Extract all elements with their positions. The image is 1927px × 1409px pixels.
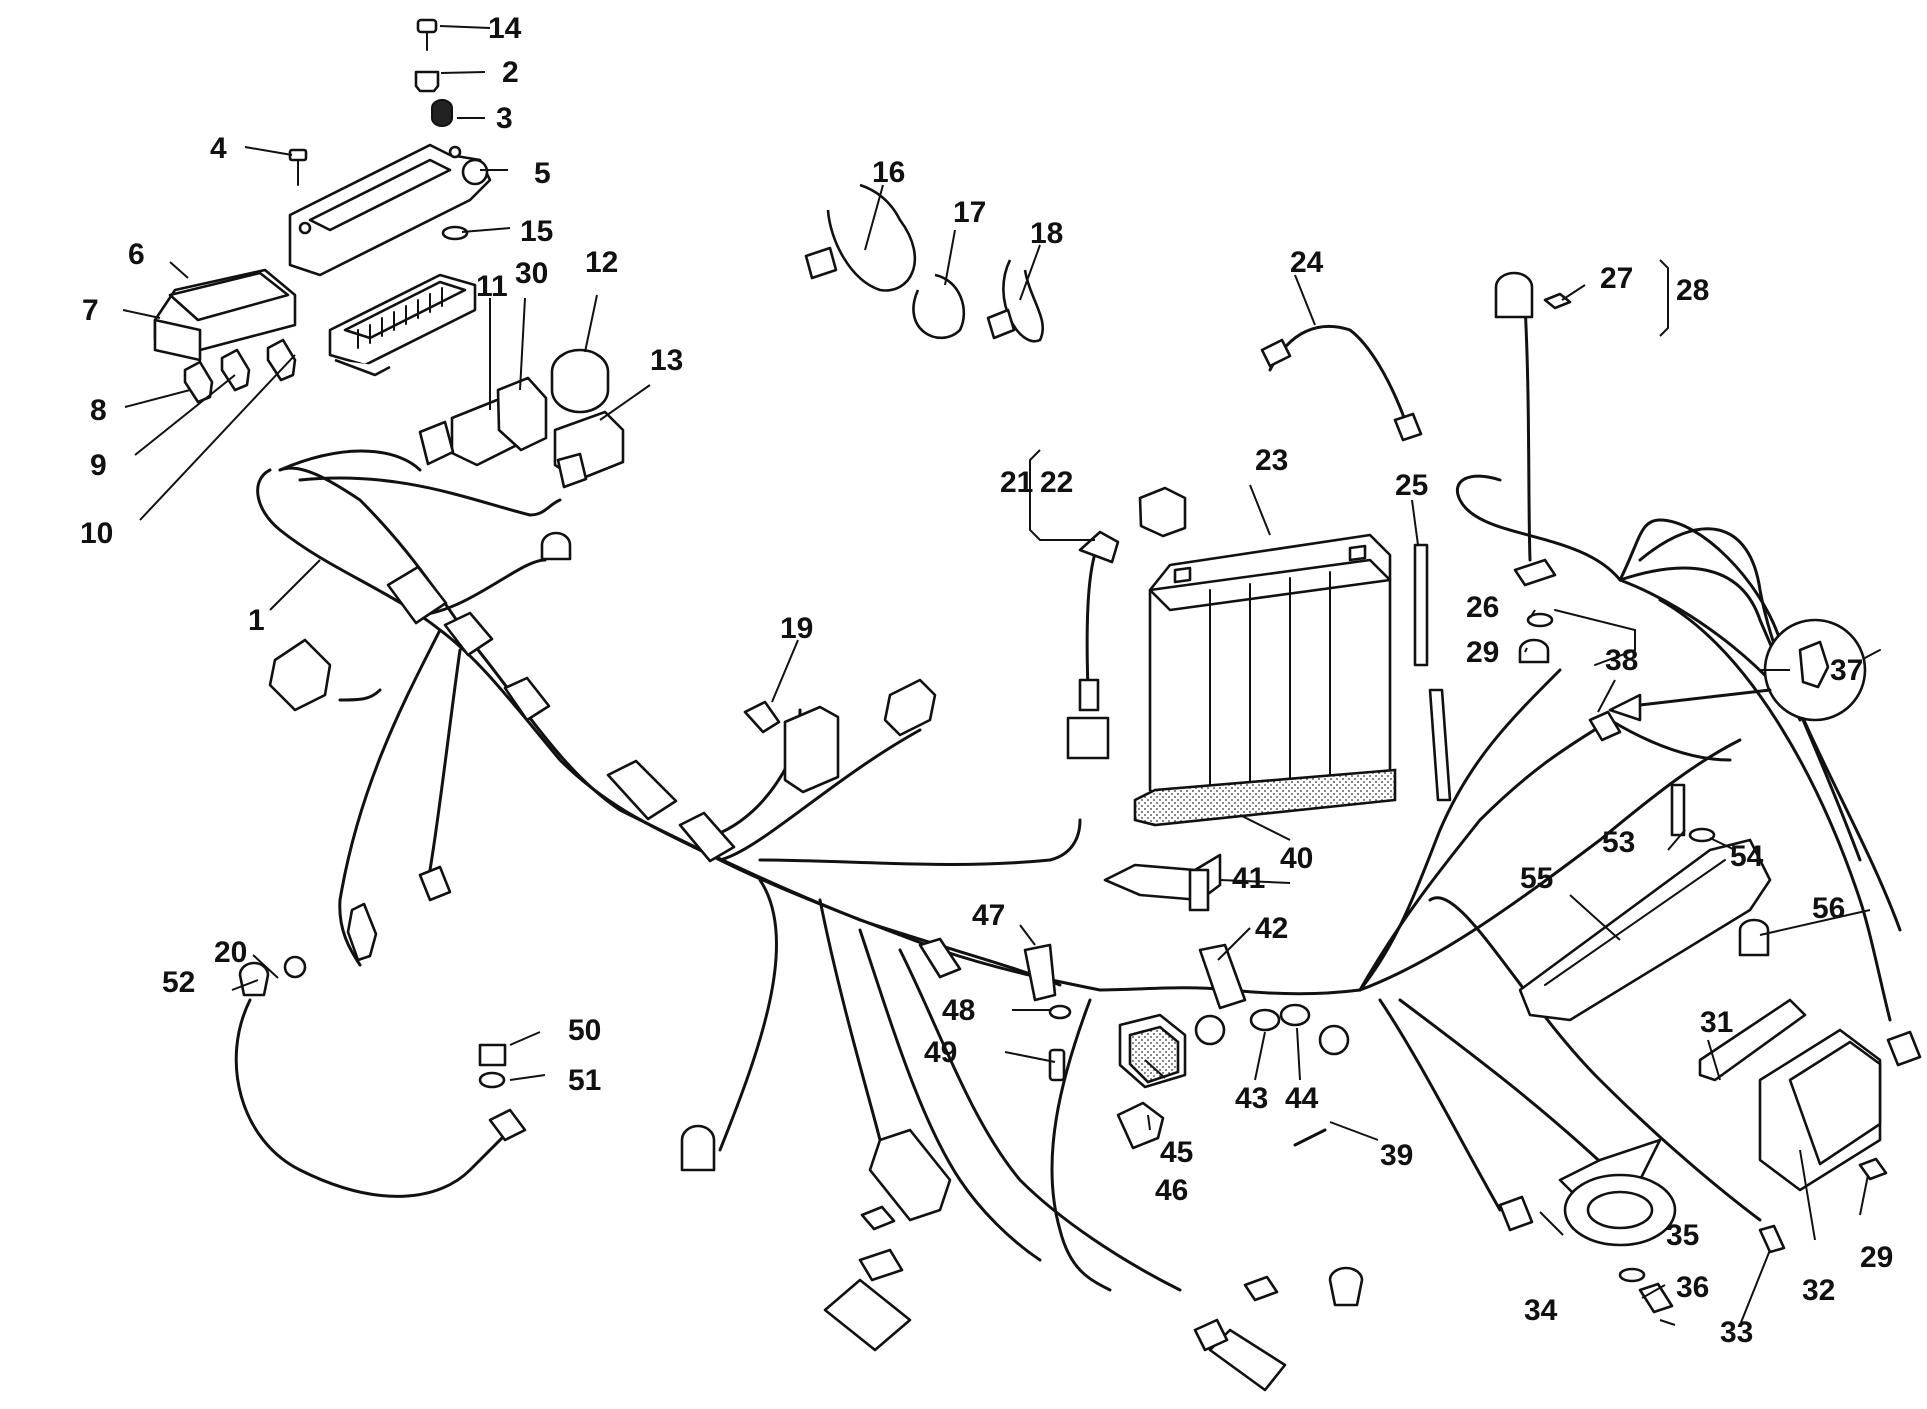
connectors-center <box>1023 943 1165 1150</box>
callout-25: 25 <box>1395 469 1428 502</box>
callout-34: 34 <box>1524 1294 1558 1327</box>
callout-3: 3 <box>496 102 513 135</box>
screws-top <box>288 18 469 241</box>
callout-11: 11 <box>476 270 508 303</box>
callout-12: 12 <box>585 246 618 279</box>
ground-lead-39 <box>1293 1024 1364 1307</box>
fuse-box-cover <box>153 268 297 362</box>
regulator-and-horn <box>1558 998 1888 1314</box>
ground-terminals-left <box>238 955 527 1142</box>
callout-20: 20 <box>214 936 247 969</box>
callout-18: 18 <box>1030 217 1063 250</box>
callout-56: 56 <box>1812 892 1845 925</box>
starter-relay-bracket <box>1103 853 1311 1089</box>
callout-22: 22 <box>1040 466 1073 499</box>
callout-41: 41 <box>1232 862 1265 895</box>
callout-50: 50 <box>568 1014 601 1047</box>
callout-21: 21 <box>1000 466 1033 499</box>
breather-hose <box>1413 543 1452 802</box>
callout-30: 30 <box>515 257 548 290</box>
callout-labels: 14 2 3 4 5 15 6 7 8 9 10 11 30 12 13 1 1… <box>80 12 1893 1349</box>
callout-10: 10 <box>80 517 113 550</box>
callout-37: 37 <box>1830 654 1863 687</box>
harness-sleeves <box>386 565 962 979</box>
ground-cable-28 <box>1494 259 1669 666</box>
callout-40: 40 <box>1280 842 1313 875</box>
callout-49: 49 <box>924 1036 957 1069</box>
callout-38: 38 <box>1605 644 1638 677</box>
callout-55: 55 <box>1520 862 1553 895</box>
callout-23: 23 <box>1255 444 1288 477</box>
callout-43: 43 <box>1235 1082 1268 1115</box>
callout-24: 24 <box>1290 246 1324 279</box>
callout-52: 52 <box>162 966 195 999</box>
callout-19: 19 <box>780 612 813 645</box>
battery-cable-21 <box>1029 449 1187 760</box>
callout-46: 46 <box>1155 1174 1188 1207</box>
relays-top <box>418 348 625 489</box>
callout-15: 15 <box>520 215 553 248</box>
callout-35: 35 <box>1666 1219 1699 1252</box>
callout-1: 1 <box>248 604 265 637</box>
relay-19 <box>743 678 937 794</box>
callout-16: 16 <box>872 156 905 189</box>
leader-lines <box>122 25 1871 1326</box>
callout-42: 42 <box>1255 912 1288 945</box>
bracket-55 <box>1518 783 1772 1022</box>
callout-2: 2 <box>502 56 519 89</box>
callout-39: 39 <box>1380 1139 1413 1172</box>
fuse-box-bracket <box>288 143 492 277</box>
cable-clip-detail <box>1588 618 1867 742</box>
battery <box>1133 533 1397 827</box>
callout-48: 48 <box>942 994 975 1027</box>
callout-9: 9 <box>90 449 107 482</box>
callout-54: 54 <box>1730 840 1764 873</box>
callout-32: 32 <box>1802 1274 1835 1307</box>
callout-29-bottom: 29 <box>1860 1241 1893 1274</box>
callout-51: 51 <box>568 1064 601 1097</box>
callout-26: 26 <box>1466 591 1499 624</box>
callout-29-top: 29 <box>1466 636 1499 669</box>
callout-27: 27 <box>1600 262 1633 295</box>
callout-5: 5 <box>534 157 551 190</box>
fuse-box <box>328 273 477 377</box>
main-harness <box>234 449 1902 1292</box>
callout-14: 14 <box>488 12 522 45</box>
callout-28: 28 <box>1676 274 1709 307</box>
callout-44: 44 <box>1285 1082 1319 1115</box>
callout-36: 36 <box>1676 1271 1709 1304</box>
callout-17: 17 <box>953 196 986 229</box>
callout-13: 13 <box>650 344 683 377</box>
callout-47: 47 <box>972 899 1005 932</box>
cable-ties <box>804 183 1045 343</box>
battery-strap <box>1260 324 1423 442</box>
callout-6: 6 <box>128 238 145 271</box>
callout-53: 53 <box>1602 826 1635 859</box>
callout-45: 45 <box>1160 1136 1193 1169</box>
connectors-left <box>268 531 572 962</box>
callout-33: 33 <box>1720 1316 1753 1349</box>
callout-7: 7 <box>82 294 99 327</box>
callout-4: 4 <box>210 132 227 165</box>
lower-connectors <box>680 1030 1922 1392</box>
callout-8: 8 <box>90 394 107 427</box>
callout-31: 31 <box>1700 1006 1733 1039</box>
